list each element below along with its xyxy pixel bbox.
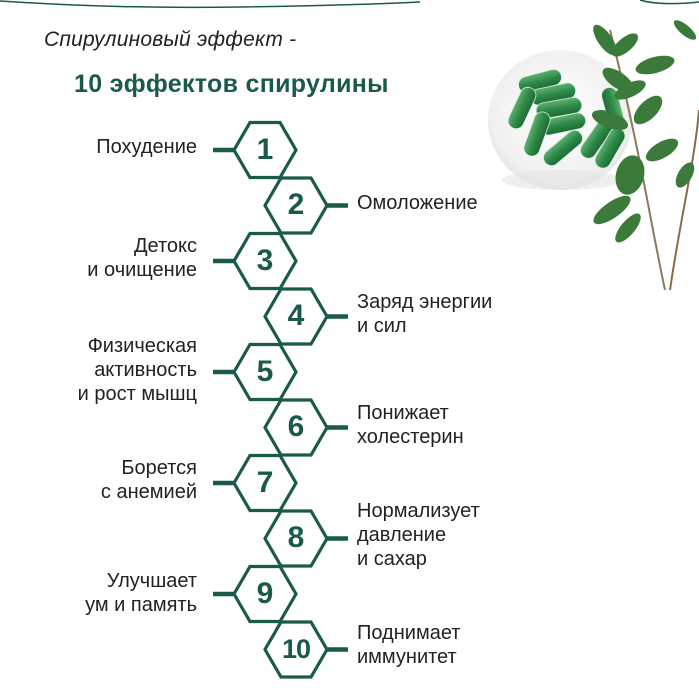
hex-number-5: 5: [256, 355, 274, 388]
effect-label-line: иммунитет: [357, 646, 457, 668]
effect-label-line: Улучшает: [106, 570, 197, 592]
effect-label-line: активность: [94, 359, 197, 381]
effect-label-line: и сил: [357, 315, 407, 337]
effect-label-line: ум и память: [85, 594, 197, 616]
effect-label-9: Улучшает ум и память: [85, 569, 197, 617]
hex-number-9: 9: [256, 577, 274, 610]
effect-label-8: Нормализует давление и сахар: [357, 499, 480, 571]
hex-number-2: 2: [287, 188, 305, 221]
effect-label-4: Заряд энергии и сил: [357, 290, 492, 338]
top-border-arc: [0, 0, 699, 9]
effect-label-line: Омоложение: [357, 192, 478, 214]
page-title: 10 эффектов спирулины: [74, 70, 389, 98]
effect-label-line: и сахар: [357, 548, 427, 570]
hex-number-4: 4: [287, 299, 305, 332]
effect-label-line: Борется: [121, 457, 197, 479]
effect-label-line: Детокс: [133, 235, 197, 257]
effect-label-line: с анемией: [100, 481, 197, 503]
effect-label-3: Детокс и очищение: [87, 234, 197, 282]
effect-label-line: холестерин: [357, 426, 464, 448]
effect-label-line: и рост мышц: [77, 383, 197, 405]
effect-label-line: Поднимает: [357, 622, 461, 644]
effect-label-2: Омоложение: [357, 191, 478, 215]
effect-label-7: Борется с анемией: [101, 456, 197, 504]
effect-label-1: Похудение: [96, 135, 197, 159]
effect-label-line: давление: [357, 524, 447, 546]
effect-label-5: Физическая активность и рост мышц: [78, 334, 197, 406]
effect-label-line: Заряд энергии: [357, 291, 493, 313]
effect-label-line: Нормализует: [357, 500, 480, 522]
effect-label-10: Поднимает иммунитет: [357, 621, 460, 669]
subtitle: Спирулиновый эффект -: [44, 28, 297, 51]
hex-number-3: 3: [256, 244, 274, 277]
hex-number-1: 1: [256, 133, 274, 166]
hex-number-6: 6: [287, 410, 305, 443]
spirulina-capsules-bowl-and-leaves-icon: [488, 20, 699, 290]
effect-label-line: Физическая: [87, 335, 197, 357]
effect-label-line: Похудение: [96, 136, 197, 158]
hex-number-8: 8: [287, 521, 305, 554]
effect-label-6: Понижает холестерин: [357, 401, 464, 449]
hex-number-10: 10: [281, 633, 311, 664]
hex-number-7: 7: [256, 466, 274, 499]
effect-label-line: Понижает: [357, 402, 449, 424]
effect-label-line: и очищение: [87, 259, 197, 281]
